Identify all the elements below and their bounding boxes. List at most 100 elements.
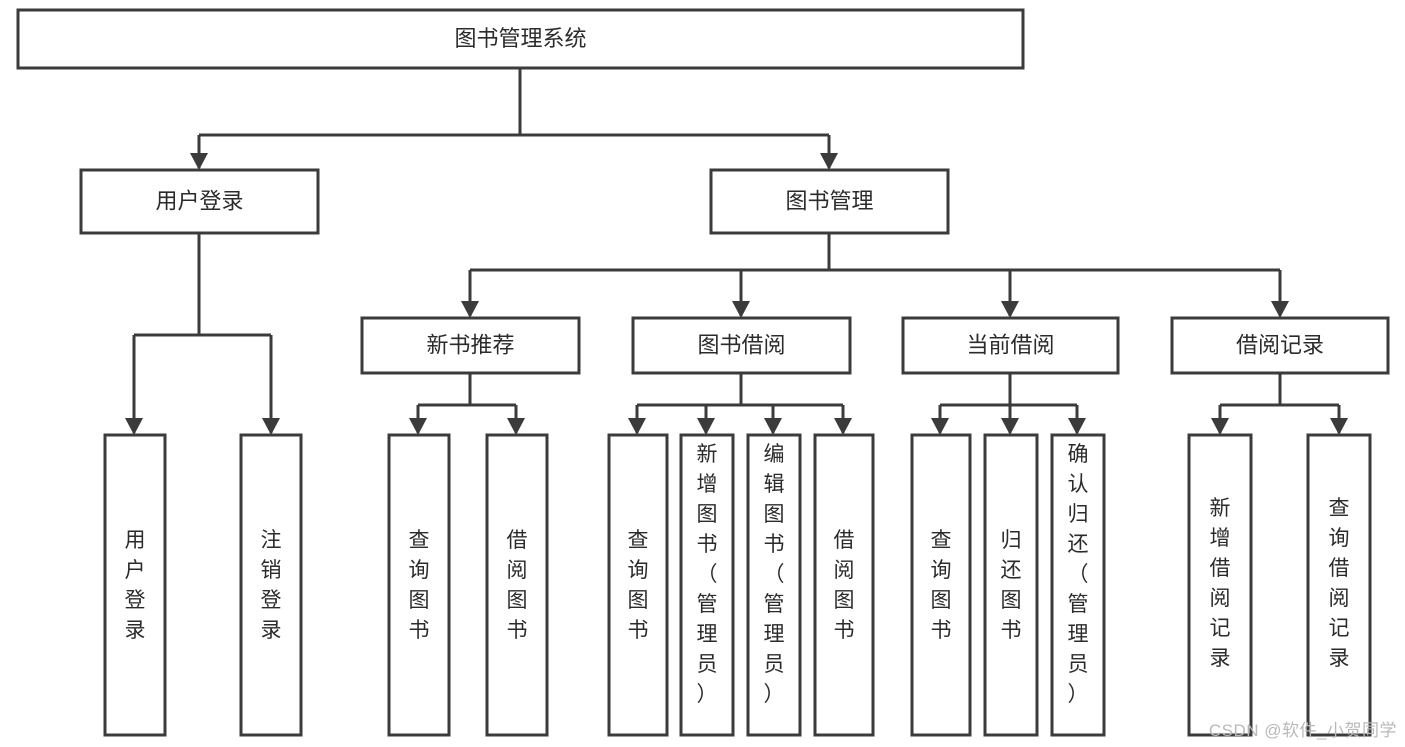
node-label-book_borrow: 图书借阅	[697, 332, 785, 357]
leaf-char: 书	[834, 619, 855, 642]
leaf-char: 借	[834, 529, 855, 552]
leaf-char: 图	[697, 503, 718, 526]
leaf-char: 书	[697, 533, 718, 556]
leaf-char: 书	[764, 533, 785, 556]
leaf-char: ）	[764, 683, 785, 706]
leaf-char: 查	[931, 529, 952, 552]
leaf-char: ）	[1068, 683, 1089, 706]
leaf-char: 增	[697, 473, 718, 496]
arrow-head-icon	[1330, 418, 1348, 435]
arrow-head-icon	[1001, 301, 1019, 318]
arrow-head-icon	[628, 418, 646, 435]
leaf-char: 书	[1001, 619, 1022, 642]
arrow-head-icon	[697, 418, 715, 435]
node-box-book_borrow[interactable]	[631, 316, 852, 375]
leaf-label-leaf_confirm_return: 确认归还（管理员）	[1068, 443, 1089, 706]
leaf-box-leaf_add_record[interactable]	[1187, 433, 1253, 737]
leaf-box-leaf_logout[interactable]	[239, 433, 303, 737]
leaf-box-leaf_confirm_return[interactable]	[1050, 433, 1106, 737]
leaf-char: 登	[261, 589, 282, 612]
leaf-char: 员	[764, 653, 785, 676]
node-box-current_borrow[interactable]	[901, 316, 1120, 375]
leaf-label-leaf_edit_book_admin: 编辑图书（管理员）	[764, 443, 785, 706]
leaf-label-leaf_query_book_bw: 查询图书	[628, 529, 649, 642]
node-user_login[interactable]: 用户登录	[79, 168, 320, 235]
arrow-head-icon	[190, 153, 208, 170]
leaf-leaf_query_book_bw[interactable]: 查询图书	[607, 433, 669, 737]
arrow-head-icon	[834, 418, 852, 435]
node-book_manage[interactable]: 图书管理	[709, 168, 950, 235]
leaf-leaf_borrow_book_bw[interactable]: 借阅图书	[813, 433, 875, 737]
leaf-char: 管	[764, 593, 785, 616]
leaf-char: 销	[261, 559, 282, 582]
node-label-root: 图书管理系统	[454, 26, 586, 51]
leaf-box-leaf_user_login[interactable]	[103, 433, 167, 737]
node-box-new_book_rec[interactable]	[360, 316, 581, 375]
leaf-leaf_return_book[interactable]: 归还图书	[983, 433, 1039, 737]
leaf-leaf_add_record[interactable]: 新增借阅记录	[1187, 433, 1253, 737]
leaf-char: ）	[697, 683, 718, 706]
leaf-char: 归	[1068, 503, 1089, 526]
leaf-box-leaf_return_book[interactable]	[983, 433, 1039, 737]
node-new_book_rec[interactable]: 新书推荐	[360, 316, 581, 375]
node-root[interactable]: 图书管理系统	[16, 8, 1025, 70]
leaf-char: 图	[409, 589, 430, 612]
leaf-char: 询	[931, 559, 952, 582]
leaf-label-leaf_query_record: 查询借阅记录	[1329, 497, 1350, 670]
leaf-char: 理	[764, 623, 785, 646]
leaf-leaf_user_login[interactable]: 用户登录	[103, 433, 167, 737]
arrow-head-icon	[820, 153, 838, 170]
leaf-char: 记	[1210, 617, 1231, 640]
arrow-head-icon	[1271, 301, 1289, 318]
leaf-leaf_add_book_admin[interactable]: 新增图书（管理员）	[679, 433, 735, 737]
leaf-box-leaf_add_book_admin[interactable]	[679, 433, 735, 737]
leaf-label-leaf_user_login: 用户登录	[125, 529, 146, 642]
leaf-char: （	[764, 563, 785, 586]
leaf-label-leaf_query_book_cur: 查询图书	[931, 529, 952, 642]
arrow-head-icon	[409, 418, 427, 435]
arrow-head-icon	[461, 301, 479, 318]
leaf-box-leaf_borrow_book_rec[interactable]	[485, 433, 549, 737]
arrow-head-icon	[507, 418, 525, 435]
node-label-current_borrow: 当前借阅	[966, 332, 1054, 357]
leaf-leaf_query_book_rec[interactable]: 查询图书	[387, 433, 451, 737]
leaf-char: 询	[1329, 527, 1350, 550]
leaf-box-leaf_query_book_rec[interactable]	[387, 433, 451, 737]
leaf-char: 归	[1001, 529, 1022, 552]
leaf-box-leaf_query_book_cur[interactable]	[910, 433, 972, 737]
leaf-box-leaf_query_book_bw[interactable]	[607, 433, 669, 737]
leaf-box-leaf_borrow_book_bw[interactable]	[813, 433, 875, 737]
leaf-char: 新	[697, 443, 718, 466]
arrow-head-icon	[1068, 418, 1086, 435]
node-box-book_manage[interactable]	[709, 168, 950, 235]
leaf-leaf_edit_book_admin[interactable]: 编辑图书（管理员）	[746, 433, 802, 737]
node-borrow_record[interactable]: 借阅记录	[1170, 316, 1390, 375]
leaf-leaf_confirm_return[interactable]: 确认归还（管理员）	[1050, 433, 1106, 737]
leaf-box-leaf_edit_book_admin[interactable]	[746, 433, 802, 737]
node-current_borrow[interactable]: 当前借阅	[901, 316, 1120, 375]
leaf-label-leaf_logout: 注销登录	[261, 529, 282, 642]
leaf-char: 记	[1329, 617, 1350, 640]
leaf-char: 阅	[507, 559, 528, 582]
leaf-char: 借	[507, 529, 528, 552]
leaf-char: （	[1068, 563, 1089, 586]
node-box-user_login[interactable]	[79, 168, 320, 235]
leaf-char: 书	[931, 619, 952, 642]
leaf-leaf_query_record[interactable]: 查询借阅记录	[1306, 433, 1372, 737]
leaf-char: 理	[1068, 623, 1089, 646]
leaf-char: 还	[1068, 533, 1089, 556]
leaf-box-leaf_query_record[interactable]	[1306, 433, 1372, 737]
node-book_borrow[interactable]: 图书借阅	[631, 316, 852, 375]
leaf-char: 阅	[834, 559, 855, 582]
leaf-leaf_logout[interactable]: 注销登录	[239, 433, 303, 737]
arrow-head-icon	[931, 418, 949, 435]
leaf-leaf_borrow_book_rec[interactable]: 借阅图书	[485, 433, 549, 737]
leaf-char: 管	[697, 593, 718, 616]
leaf-char: 认	[1068, 473, 1089, 496]
leaf-char: 理	[697, 623, 718, 646]
leaf-label-leaf_query_book_rec: 查询图书	[409, 529, 430, 642]
leaf-leaf_query_book_cur[interactable]: 查询图书	[910, 433, 972, 737]
node-box-root[interactable]	[16, 8, 1025, 70]
node-box-borrow_record[interactable]	[1170, 316, 1390, 375]
